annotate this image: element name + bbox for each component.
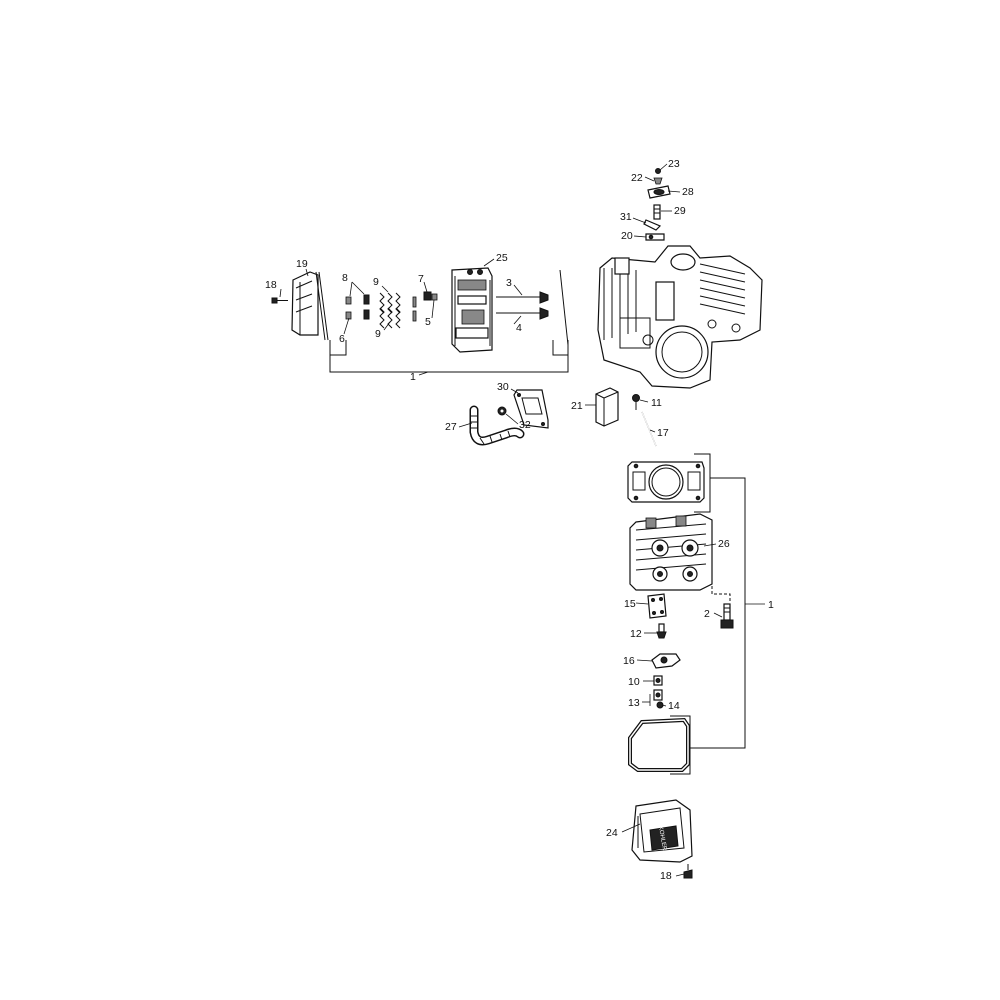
bolt-18-bottom	[683, 864, 693, 879]
callout-28: 28	[682, 186, 694, 198]
left-assembly	[271, 267, 569, 373]
callout-26: 26	[718, 538, 730, 550]
callout-labels: 18 19 8 6 9 9 7 5 25 3 4 1 23 22 28 29 3…	[265, 158, 774, 882]
filter-element-21	[595, 387, 619, 427]
pivot-13	[653, 689, 663, 701]
adjuster-nut-10	[653, 675, 663, 686]
bracket-gasket	[694, 453, 711, 513]
callout-11: 11	[651, 397, 662, 409]
nut-32	[497, 406, 507, 416]
dashed-link	[711, 576, 731, 602]
callout-13: 13	[628, 697, 640, 709]
bolt-18-left	[271, 297, 288, 304]
gasket-left-b	[318, 271, 329, 341]
bolt-2	[720, 603, 734, 629]
callout-20: 20	[621, 230, 633, 242]
callout-32: 32	[519, 419, 531, 431]
callout-17: 17	[657, 427, 669, 439]
cover-emblem-text: KOHLER	[657, 826, 667, 852]
engine-block	[597, 245, 763, 389]
callout-6: 6	[339, 333, 345, 345]
guide-plate-15	[647, 593, 667, 619]
callout-18-left: 18	[265, 279, 277, 291]
callout-22: 22	[631, 172, 643, 184]
bracket-cover-gasket	[670, 715, 691, 775]
callout-14: 14	[668, 700, 680, 712]
callout-1-left: 1	[410, 371, 416, 383]
kit-line-right	[690, 477, 746, 749]
callout-1-right: 1	[768, 599, 774, 611]
stud-29	[653, 204, 661, 220]
valve-keepers-8	[345, 294, 370, 320]
right-column: KOHLER	[627, 453, 746, 879]
head-gasket-left	[559, 269, 569, 346]
breather-tube-27	[469, 405, 525, 446]
washer-22	[653, 177, 663, 185]
gasket-plate-30	[513, 389, 549, 429]
head-gasket	[627, 461, 705, 503]
callout-2: 2	[704, 608, 710, 620]
kit-bracket-left	[329, 340, 347, 356]
valve-springs-9	[379, 292, 401, 329]
callout-30: 30	[497, 381, 509, 393]
callout-18-bottom: 18	[660, 870, 672, 882]
kit-bracket-right	[552, 340, 569, 356]
push-rod-17	[641, 411, 657, 447]
valve-cover-19	[291, 271, 319, 336]
callout-8: 8	[342, 272, 348, 284]
callout-9-top: 9	[373, 276, 379, 288]
callout-10: 10	[628, 676, 640, 688]
callout-24: 24	[606, 827, 618, 839]
valve-cover-gasket	[628, 717, 690, 772]
callout-19: 19	[296, 258, 308, 270]
callout-29: 29	[674, 205, 686, 217]
valve-seals-7	[412, 291, 438, 322]
gasket-left-a	[315, 271, 326, 341]
callout-7: 7	[418, 273, 424, 285]
small-parts-top	[643, 168, 671, 241]
valve-cover-24: KOHLER	[631, 799, 693, 863]
callout-27: 27	[445, 421, 457, 433]
callout-15: 15	[624, 598, 636, 610]
cylinder-head-26	[629, 513, 713, 591]
callout-31: 31	[620, 211, 632, 223]
leader-lines	[279, 163, 765, 877]
callout-3: 3	[506, 277, 512, 289]
callout-4: 4	[516, 322, 522, 334]
kit-line-left	[329, 355, 569, 373]
callout-25: 25	[496, 252, 508, 264]
callout-5: 5	[425, 316, 431, 328]
callout-21: 21	[571, 400, 583, 412]
valve-exhaust-3	[496, 291, 549, 304]
rocker-arm-16	[651, 653, 681, 669]
rocker-stud-12	[656, 623, 667, 639]
callout-12: 12	[630, 628, 642, 640]
screw-23	[655, 168, 661, 174]
clip-31	[643, 219, 662, 231]
callout-16: 16	[623, 655, 635, 667]
middle-parts	[469, 387, 657, 447]
valve-intake-4	[496, 307, 549, 320]
callout-9-bottom: 9	[375, 328, 381, 340]
screw-11	[632, 394, 640, 410]
cylinder-head-25	[451, 267, 493, 353]
callout-23: 23	[668, 158, 680, 170]
